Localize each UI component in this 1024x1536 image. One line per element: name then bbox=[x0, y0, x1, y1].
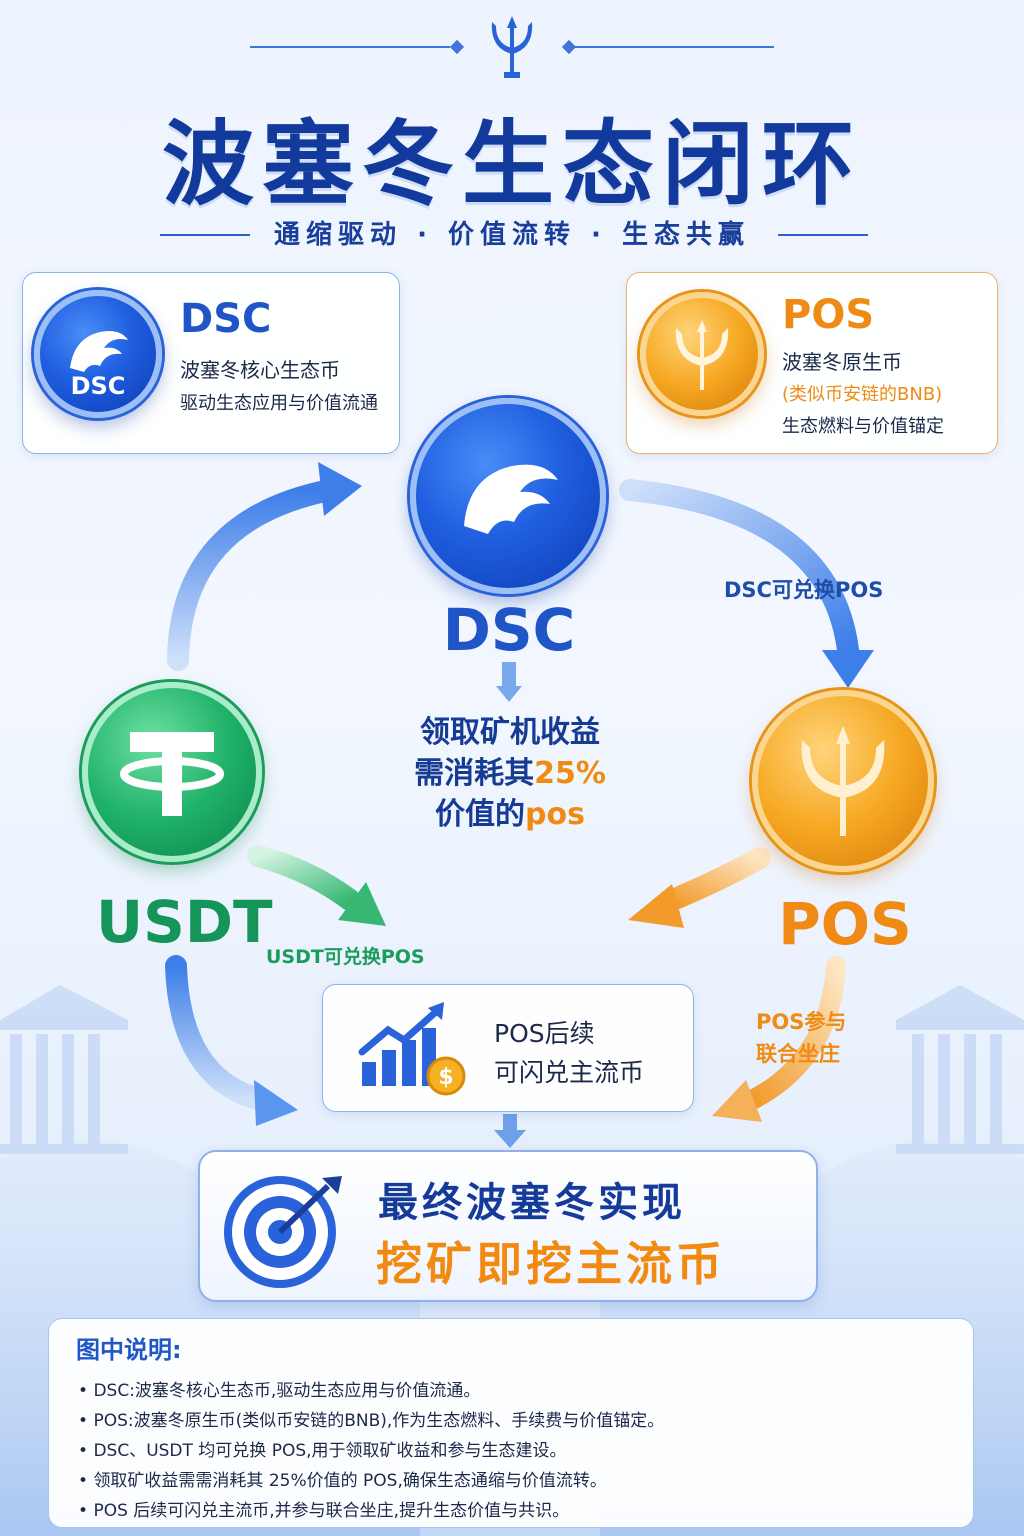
tether-icon bbox=[120, 732, 224, 816]
arrow-usdt-to-dsc bbox=[167, 479, 341, 671]
mining-reward-line1: 领取矿机收益 bbox=[420, 715, 600, 750]
mining-reward-token: pos bbox=[525, 797, 585, 832]
legend-item: POS:波塞冬原生币(类似币安链的BNB),作为生态燃料、手续费与价值锚定。 bbox=[78, 1406, 664, 1431]
arrow-head-dsc-down bbox=[496, 686, 522, 702]
pos-swap-line1: POS后续 bbox=[494, 1019, 595, 1048]
mining-reward-text: 领取矿机收益 需消耗其25% 价值的pos bbox=[350, 712, 670, 835]
arrow-head-dsc-to-pos bbox=[822, 650, 874, 688]
pos-swap-box bbox=[322, 984, 694, 1112]
arrow-head-usdt-to-dsc bbox=[318, 462, 362, 516]
trident-icon bbox=[801, 726, 885, 836]
legend-item: DSC:波塞冬核心生态币,驱动生态应用与价值流通。 bbox=[78, 1376, 480, 1401]
arrow-usdt-to-center bbox=[247, 845, 361, 911]
mining-reward-line3a: 价值的 bbox=[435, 797, 526, 832]
final-goal-line1: 最终波塞冬实现 bbox=[378, 1180, 686, 1226]
trident-icon bbox=[491, 16, 533, 78]
wave-icon bbox=[464, 464, 558, 534]
mining-reward-line2a: 需消耗其 bbox=[414, 756, 535, 791]
arrow-usdt-to-final bbox=[165, 955, 273, 1111]
usdt-node-label: USDT bbox=[96, 888, 273, 956]
pos-card-line1: 波塞冬原生币 bbox=[782, 350, 902, 374]
dsc-card-line2: 驱动生态应用与价值流通 bbox=[180, 393, 378, 414]
legend-item: POS 后续可闪兑主流币,并参与联合坐庄,提升生态价值与共识。 bbox=[78, 1496, 569, 1521]
usdt-to-pos-label: USDT可兑换POS bbox=[266, 946, 425, 968]
arrow-head-pos-to-final bbox=[712, 1080, 762, 1122]
arrow-head-mid-down bbox=[494, 1130, 526, 1148]
mining-reward-percent: 25% bbox=[534, 756, 606, 791]
legend-item: 领取矿收益需需消耗其 25%价值的 POS,确保生态通缩与价值流转。 bbox=[78, 1466, 606, 1491]
subtitle-line-right bbox=[778, 234, 868, 236]
pos-coin-small bbox=[640, 292, 764, 416]
trident-icon bbox=[675, 320, 729, 390]
page-title: 波塞冬生态闭环 bbox=[161, 111, 862, 218]
pos-coin-large bbox=[752, 690, 934, 872]
pos-swap-text: POS后续 可闪兑主流币 bbox=[494, 1014, 644, 1092]
page-subtitle: 通缩驱动 · 价值流转 · 生态共赢 bbox=[274, 220, 750, 250]
arrow-head-usdt-to-final bbox=[254, 1080, 298, 1126]
wave-icon bbox=[70, 331, 128, 372]
target-icon bbox=[224, 1176, 342, 1288]
dsc-to-pos-label: DSC可兑换POS bbox=[724, 578, 884, 602]
dsc-card-line1: 波塞冬核心生态币 bbox=[180, 358, 340, 382]
svg-text:$: $ bbox=[438, 1065, 453, 1090]
pos-card-line2: (类似币安链的BNB) bbox=[782, 384, 943, 405]
arrow-head-pos-to-center bbox=[628, 884, 684, 928]
dsc-coin-label: DSC bbox=[70, 372, 126, 400]
dsc-card-title: DSC bbox=[180, 296, 272, 342]
arrow-head-usdt-to-center bbox=[338, 882, 386, 926]
pos-join-label-line1: POS参与 bbox=[756, 1010, 847, 1034]
arrow-pos-to-final bbox=[742, 956, 846, 1110]
mining-reward-line2: 需消耗其25% bbox=[350, 753, 670, 794]
pos-card-line3: 生态燃料与价值锚定 bbox=[782, 416, 944, 437]
legend-title: 图中说明: bbox=[76, 1336, 182, 1364]
legend-item: DSC、USDT 均可兑换 POS,用于领取矿收益和参与生态建设。 bbox=[78, 1436, 566, 1461]
arrow-dsc-to-pos bbox=[619, 479, 859, 661]
pos-swap-line2: 可闪兑主流币 bbox=[494, 1058, 645, 1087]
dsc-node-label: DSC bbox=[442, 596, 576, 664]
subtitle-line-left bbox=[160, 234, 250, 236]
growth-chart-icon: $ bbox=[358, 1002, 466, 1096]
pos-node-label: POS bbox=[778, 890, 912, 958]
dsc-coin-small: DSC bbox=[34, 290, 162, 418]
pos-card-title: POS bbox=[782, 292, 875, 338]
usdt-coin bbox=[82, 682, 262, 862]
dsc-coin-large bbox=[410, 398, 606, 594]
mining-reward-line3: 价值的pos bbox=[350, 794, 670, 835]
arrow-pos-to-center bbox=[657, 847, 771, 913]
final-goal-line2: 挖矿即挖主流币 bbox=[376, 1237, 726, 1291]
header-line-left bbox=[250, 46, 450, 48]
pos-join-label-line2: 联合坐庄 bbox=[756, 1042, 840, 1066]
header-line-right bbox=[574, 46, 774, 48]
